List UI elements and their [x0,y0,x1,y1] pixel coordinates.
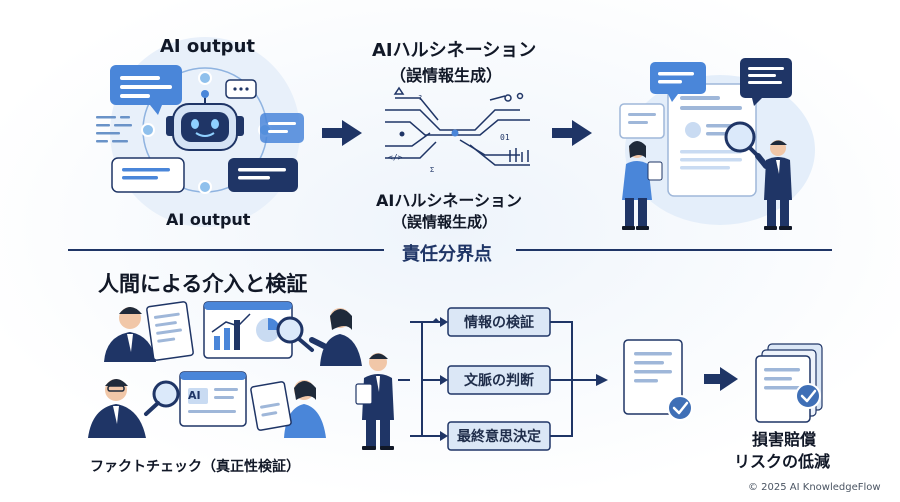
outcome-line-2: リスクの低減 [734,452,831,471]
checkmark-icon [667,395,693,421]
fact-check-caption: ファクトチェック（真正性検証） [90,459,300,475]
arrow-right-icon [704,367,738,391]
step-verify-info: 情報の検証 [464,315,534,331]
chat-bubble-icon [225,79,257,99]
hallucination-circuit: </> ? 01 Σ [385,86,530,174]
outcome-line-1: 損害賠償 [752,430,817,449]
person-icon [309,308,362,366]
risk-reduction-documents [755,343,823,423]
person-icon [755,140,792,230]
document-review-scene [619,58,815,230]
ai-screen-badge: AI [188,389,201,402]
section-title: 人間による介入と検証 [98,272,308,296]
svg-text:?: ? [418,94,422,102]
process-flow [398,307,608,451]
human-verification-scene [88,301,394,450]
hallucination-title: AIハルシネーション [372,40,537,61]
person-icon [355,353,394,450]
ai-output-title: AI output [160,36,255,57]
person-icon [104,307,156,362]
chart-icon [203,301,293,359]
divider-label: 責任分界点 [402,244,492,265]
chat-bubble-icon [228,158,298,192]
document-icon [250,381,292,431]
hallucination-caption: AIハルシネーション [376,191,523,210]
magnifier-icon [144,380,180,416]
arrow-right-icon [552,120,592,146]
magnifier-icon [276,316,314,352]
hallucination-title-sub: （誤情報生成） [390,66,503,85]
svg-text:01: 01 [500,133,510,142]
ai-output-caption: AI output [166,210,251,229]
document-icon [146,301,194,361]
checkmark-icon [795,383,821,409]
hallucination-caption-sub: （誤情報生成） [392,213,498,231]
person-icon [88,379,146,438]
ai-screen [179,371,247,427]
ai-output-cluster [96,37,304,227]
chat-bubble-icon [740,58,792,106]
copyright: © 2025 AI KnowledgeFlow [748,482,881,493]
robot-icon [166,90,244,151]
person-icon [622,141,663,230]
chat-bubble-icon [110,65,182,115]
chat-bubble-icon [111,157,185,193]
svg-text:Σ: Σ [430,166,434,174]
document-icon [667,83,757,197]
chat-bubble-icon [650,62,706,102]
svg-text:</>: </> [388,153,403,162]
verified-document [623,339,693,421]
step-final-decision: 最終意思決定 [457,429,541,445]
step-context-judgment: 文脈の判断 [464,373,534,389]
arrow-right-icon [322,120,362,146]
chat-bubble-icon [260,113,304,143]
person-icon [284,380,326,438]
